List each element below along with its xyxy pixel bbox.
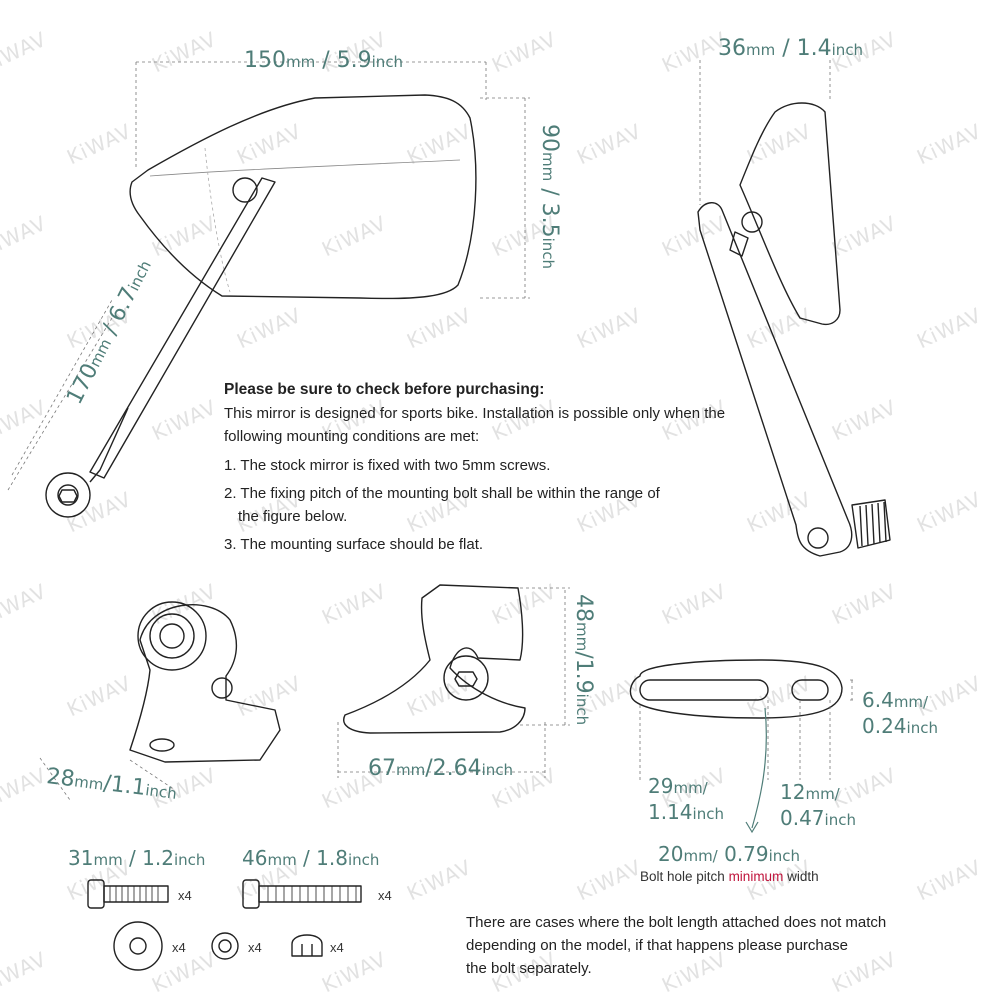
mounting-plate xyxy=(629,659,843,719)
dim-height: 90mm / 3.5inch xyxy=(537,124,562,270)
pitch-caption: Bolt hole pitch minimum width xyxy=(640,869,819,884)
dim-slot-width: 6.4mm/ 0.24inch xyxy=(862,688,938,738)
washer-large xyxy=(113,921,163,971)
dim-depth: 36mm / 1.4inch xyxy=(718,36,864,61)
mount-bracket-front xyxy=(129,601,281,763)
dim-bolt-short: 31mm / 1.2inch xyxy=(68,846,206,870)
qty-washer-large: x4 xyxy=(172,940,186,955)
notice-line: following mounting conditions are met: xyxy=(224,428,480,446)
dim-mount-length: 67mm/2.64inch xyxy=(368,756,514,781)
bolt-long xyxy=(242,879,362,909)
bolt-length-note: There are cases where the bolt length at… xyxy=(466,912,936,980)
cap-nut xyxy=(291,934,323,957)
bolt-note-line: the bolt separately. xyxy=(466,959,592,977)
notice-item: 1. The stock mirror is fixed with two 5m… xyxy=(224,456,551,474)
bolt-short xyxy=(87,879,169,909)
mount-bracket-side xyxy=(343,584,526,734)
qty-cap-nut: x4 xyxy=(330,940,344,955)
pitch-arrow xyxy=(751,707,767,829)
dim-mount-height: 48mm/1.9inch xyxy=(571,594,596,726)
purchase-notice: Please be sure to check before purchasin… xyxy=(224,378,744,557)
mirror-front-view xyxy=(45,94,477,518)
bolt-note-line: There are cases where the bolt length at… xyxy=(466,914,887,931)
qty-bolt-long: x4 xyxy=(378,888,392,903)
dim-pitch: 20mm/ 0.79inch xyxy=(658,842,801,866)
notice-item: 3. The mounting surface should be flat. xyxy=(224,536,484,554)
washer-small xyxy=(211,932,239,960)
bolt-note-line: depending on the model, if that happens … xyxy=(466,936,848,954)
notice-line: This mirror is designed for sports bike.… xyxy=(224,405,726,423)
qty-washer-small: x4 xyxy=(248,940,262,955)
notice-title: Please be sure to check before purchasin… xyxy=(224,381,545,398)
notice-item: the figure below. xyxy=(238,508,348,526)
dim-pitch-inner: 12mm/ 0.47inch xyxy=(780,780,856,830)
qty-bolt-short: x4 xyxy=(178,888,192,903)
dim-bolt-long: 46mm / 1.8inch xyxy=(242,846,380,870)
notice-item: 2. The fixing pitch of the mounting bolt… xyxy=(224,484,660,502)
dim-width: 150mm / 5.9inch xyxy=(244,48,404,73)
dim-pitch-outer: 29mm/ 1.14inch xyxy=(648,774,724,824)
mirror-side-view xyxy=(697,102,891,557)
